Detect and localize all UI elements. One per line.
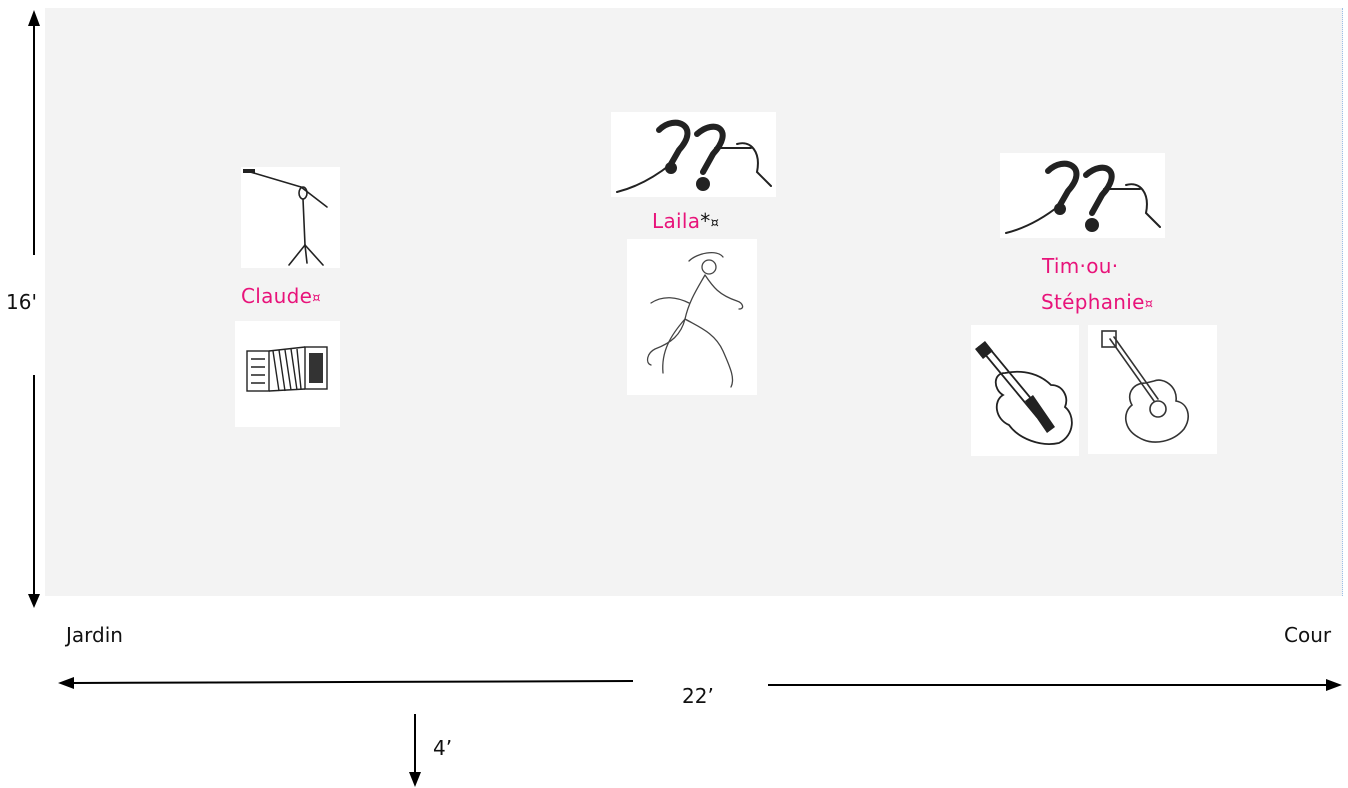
cour-label: Cour bbox=[1284, 623, 1332, 647]
headset-mic-icon bbox=[611, 112, 776, 197]
claude-mark: ¤ bbox=[312, 291, 321, 306]
laila-name: Laila bbox=[652, 209, 701, 233]
jardin-label: Jardin bbox=[66, 623, 123, 647]
dancer-icon bbox=[627, 239, 757, 395]
performer-name-tim-line2: Stéphanie¤ bbox=[1041, 290, 1153, 314]
width-label: 22’ bbox=[682, 684, 714, 708]
tim-name-line2: Stéphanie bbox=[1041, 290, 1145, 314]
tim-mark: ¤ bbox=[1144, 297, 1154, 312]
laila-mark: ¤ bbox=[710, 216, 720, 231]
laila-suffix: * bbox=[700, 209, 711, 233]
accordion-icon bbox=[235, 321, 340, 427]
guitar-icon bbox=[1088, 325, 1217, 454]
claude-name: Claude bbox=[241, 284, 313, 308]
performer-name-laila: Laila*¤ bbox=[652, 209, 719, 233]
violin-icon bbox=[971, 325, 1079, 456]
headset-mic-icon bbox=[1000, 153, 1165, 238]
performer-name-tim-line1: Tim·ou· bbox=[1042, 254, 1118, 278]
performer-name-claude: Claude¤ bbox=[241, 284, 321, 308]
apron-label: 4’ bbox=[433, 736, 453, 760]
depth-label: 16' bbox=[6, 290, 37, 314]
tim-name-line1: Tim·ou· bbox=[1042, 254, 1119, 278]
microphone-stand-icon bbox=[241, 167, 340, 268]
